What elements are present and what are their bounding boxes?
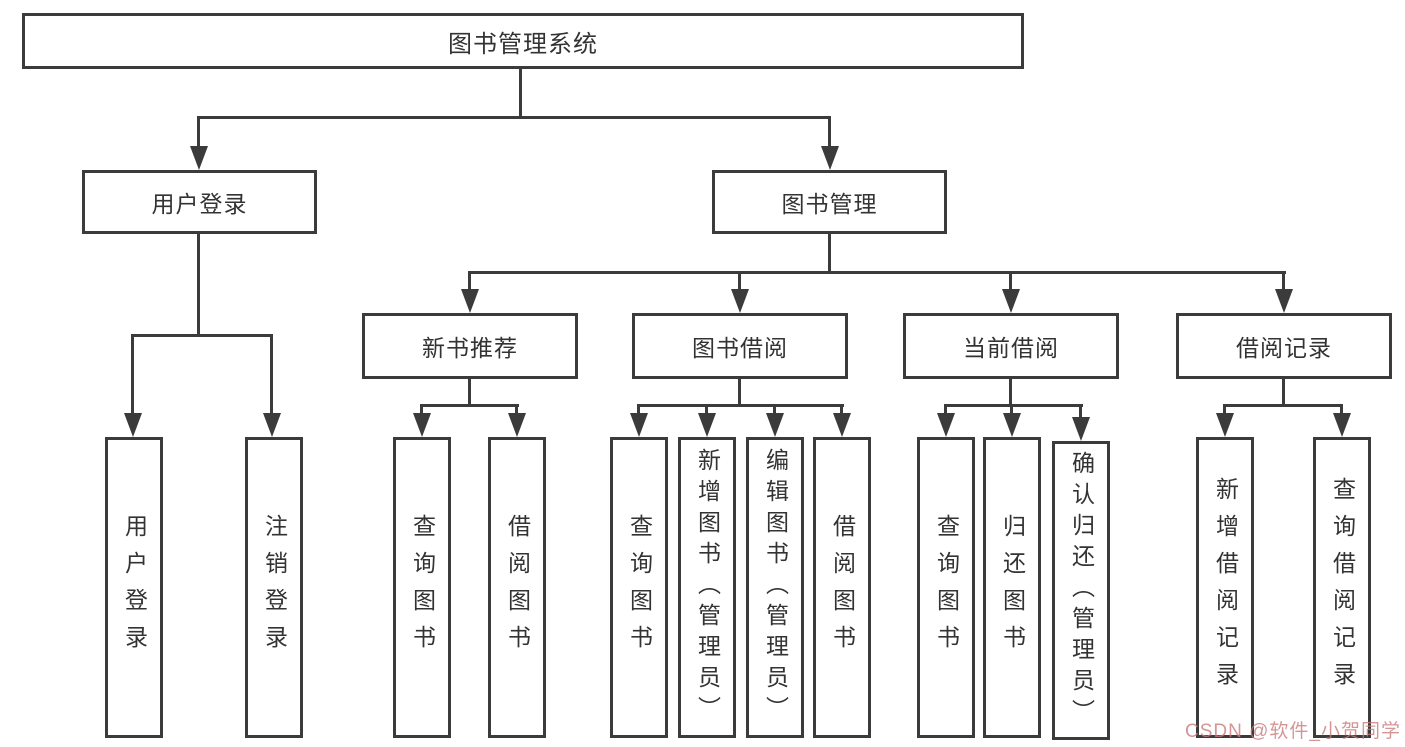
connector-drop bbox=[637, 404, 640, 418]
connector-user-login-rail bbox=[131, 334, 273, 337]
connector-drop bbox=[1079, 404, 1082, 418]
connector-branch-stem bbox=[738, 378, 741, 407]
connector-drop bbox=[131, 334, 134, 415]
arrowhead-down bbox=[630, 413, 648, 437]
node-query-books-current: 查询图书 bbox=[917, 437, 975, 738]
connector-branch-stem bbox=[468, 378, 471, 407]
arrowhead-down bbox=[413, 413, 431, 437]
node-book-borrowing: 图书借阅 bbox=[632, 313, 848, 379]
arrowhead-down bbox=[461, 289, 479, 313]
node-borrowing-records: 借阅记录 bbox=[1176, 313, 1392, 379]
arrowhead-down bbox=[124, 413, 142, 437]
arrowhead-down bbox=[833, 413, 851, 437]
arrowhead-down bbox=[1275, 289, 1293, 313]
connector-book-mgmt-stem bbox=[828, 233, 831, 273]
node-borrow-books-borrowing: 借阅图书 bbox=[813, 437, 871, 738]
node-return-books: 归还图书 bbox=[983, 437, 1041, 738]
connector-drop bbox=[1340, 404, 1343, 418]
connector-drop bbox=[738, 271, 741, 292]
arrowhead-down bbox=[1072, 417, 1090, 441]
node-book-management: 图书管理 bbox=[712, 170, 947, 234]
node-edit-book-admin: 编辑图书（管理员） bbox=[746, 437, 804, 738]
node-query-books-borrowing: 查询图书 bbox=[610, 437, 668, 738]
arrowhead-down bbox=[1003, 413, 1021, 437]
connector-drop bbox=[270, 334, 273, 415]
connector-branch-rail bbox=[420, 404, 519, 407]
node-query-books-recommend: 查询图书 bbox=[393, 437, 451, 738]
arrowhead-down bbox=[1333, 413, 1351, 437]
connector-root-stem bbox=[519, 68, 522, 118]
node-query-borrow-record: 查询借阅记录 bbox=[1313, 437, 1371, 738]
arrowhead-down bbox=[937, 413, 955, 437]
connector-drop bbox=[1223, 404, 1226, 418]
connector-level2-rail bbox=[468, 271, 1286, 274]
arrowhead-down bbox=[508, 413, 526, 437]
node-new-book-recommend: 新书推荐 bbox=[362, 313, 578, 379]
arrowhead-down bbox=[731, 289, 749, 313]
arrowhead-down bbox=[766, 413, 784, 437]
node-user-login: 用户登录 bbox=[82, 170, 317, 234]
arrowhead-down bbox=[190, 146, 208, 170]
connector-drop bbox=[840, 404, 843, 418]
node-user-login-action: 用户登录 bbox=[105, 437, 163, 738]
connector-drop bbox=[1009, 271, 1012, 292]
connector-level1-rail bbox=[197, 116, 831, 119]
arrowhead-down bbox=[1216, 413, 1234, 437]
connector-branch-stem bbox=[1009, 378, 1012, 407]
connector-branch-stem bbox=[1282, 378, 1285, 407]
connector-branch-rail bbox=[944, 404, 1083, 407]
connector-drop bbox=[705, 404, 708, 418]
connector-drop bbox=[944, 404, 947, 418]
connector-branch-rail bbox=[637, 404, 844, 407]
connector-drop bbox=[1282, 271, 1285, 292]
connector-drop bbox=[828, 116, 831, 150]
connector-branch-rail bbox=[1223, 404, 1343, 407]
connector-drop bbox=[773, 404, 776, 418]
node-add-borrow-record: 新增借阅记录 bbox=[1196, 437, 1254, 738]
node-library-management-system: 图书管理系统 bbox=[22, 13, 1024, 69]
node-borrow-books-recommend: 借阅图书 bbox=[488, 437, 546, 738]
arrowhead-down bbox=[821, 146, 839, 170]
node-logout-action: 注销登录 bbox=[245, 437, 303, 738]
arrowhead-down bbox=[263, 413, 281, 437]
connector-user-login-stem bbox=[197, 233, 200, 336]
arrowhead-down bbox=[698, 413, 716, 437]
node-confirm-return-admin: 确认归还（管理员） bbox=[1052, 441, 1110, 740]
arrowhead-down bbox=[1002, 289, 1020, 313]
node-add-book-admin: 新增图书（管理员） bbox=[678, 437, 736, 738]
connector-drop bbox=[468, 271, 471, 292]
connector-drop bbox=[197, 116, 200, 150]
connector-drop bbox=[1010, 404, 1013, 418]
connector-drop bbox=[420, 404, 423, 418]
connector-drop bbox=[515, 404, 518, 418]
node-current-borrowing: 当前借阅 bbox=[903, 313, 1119, 379]
